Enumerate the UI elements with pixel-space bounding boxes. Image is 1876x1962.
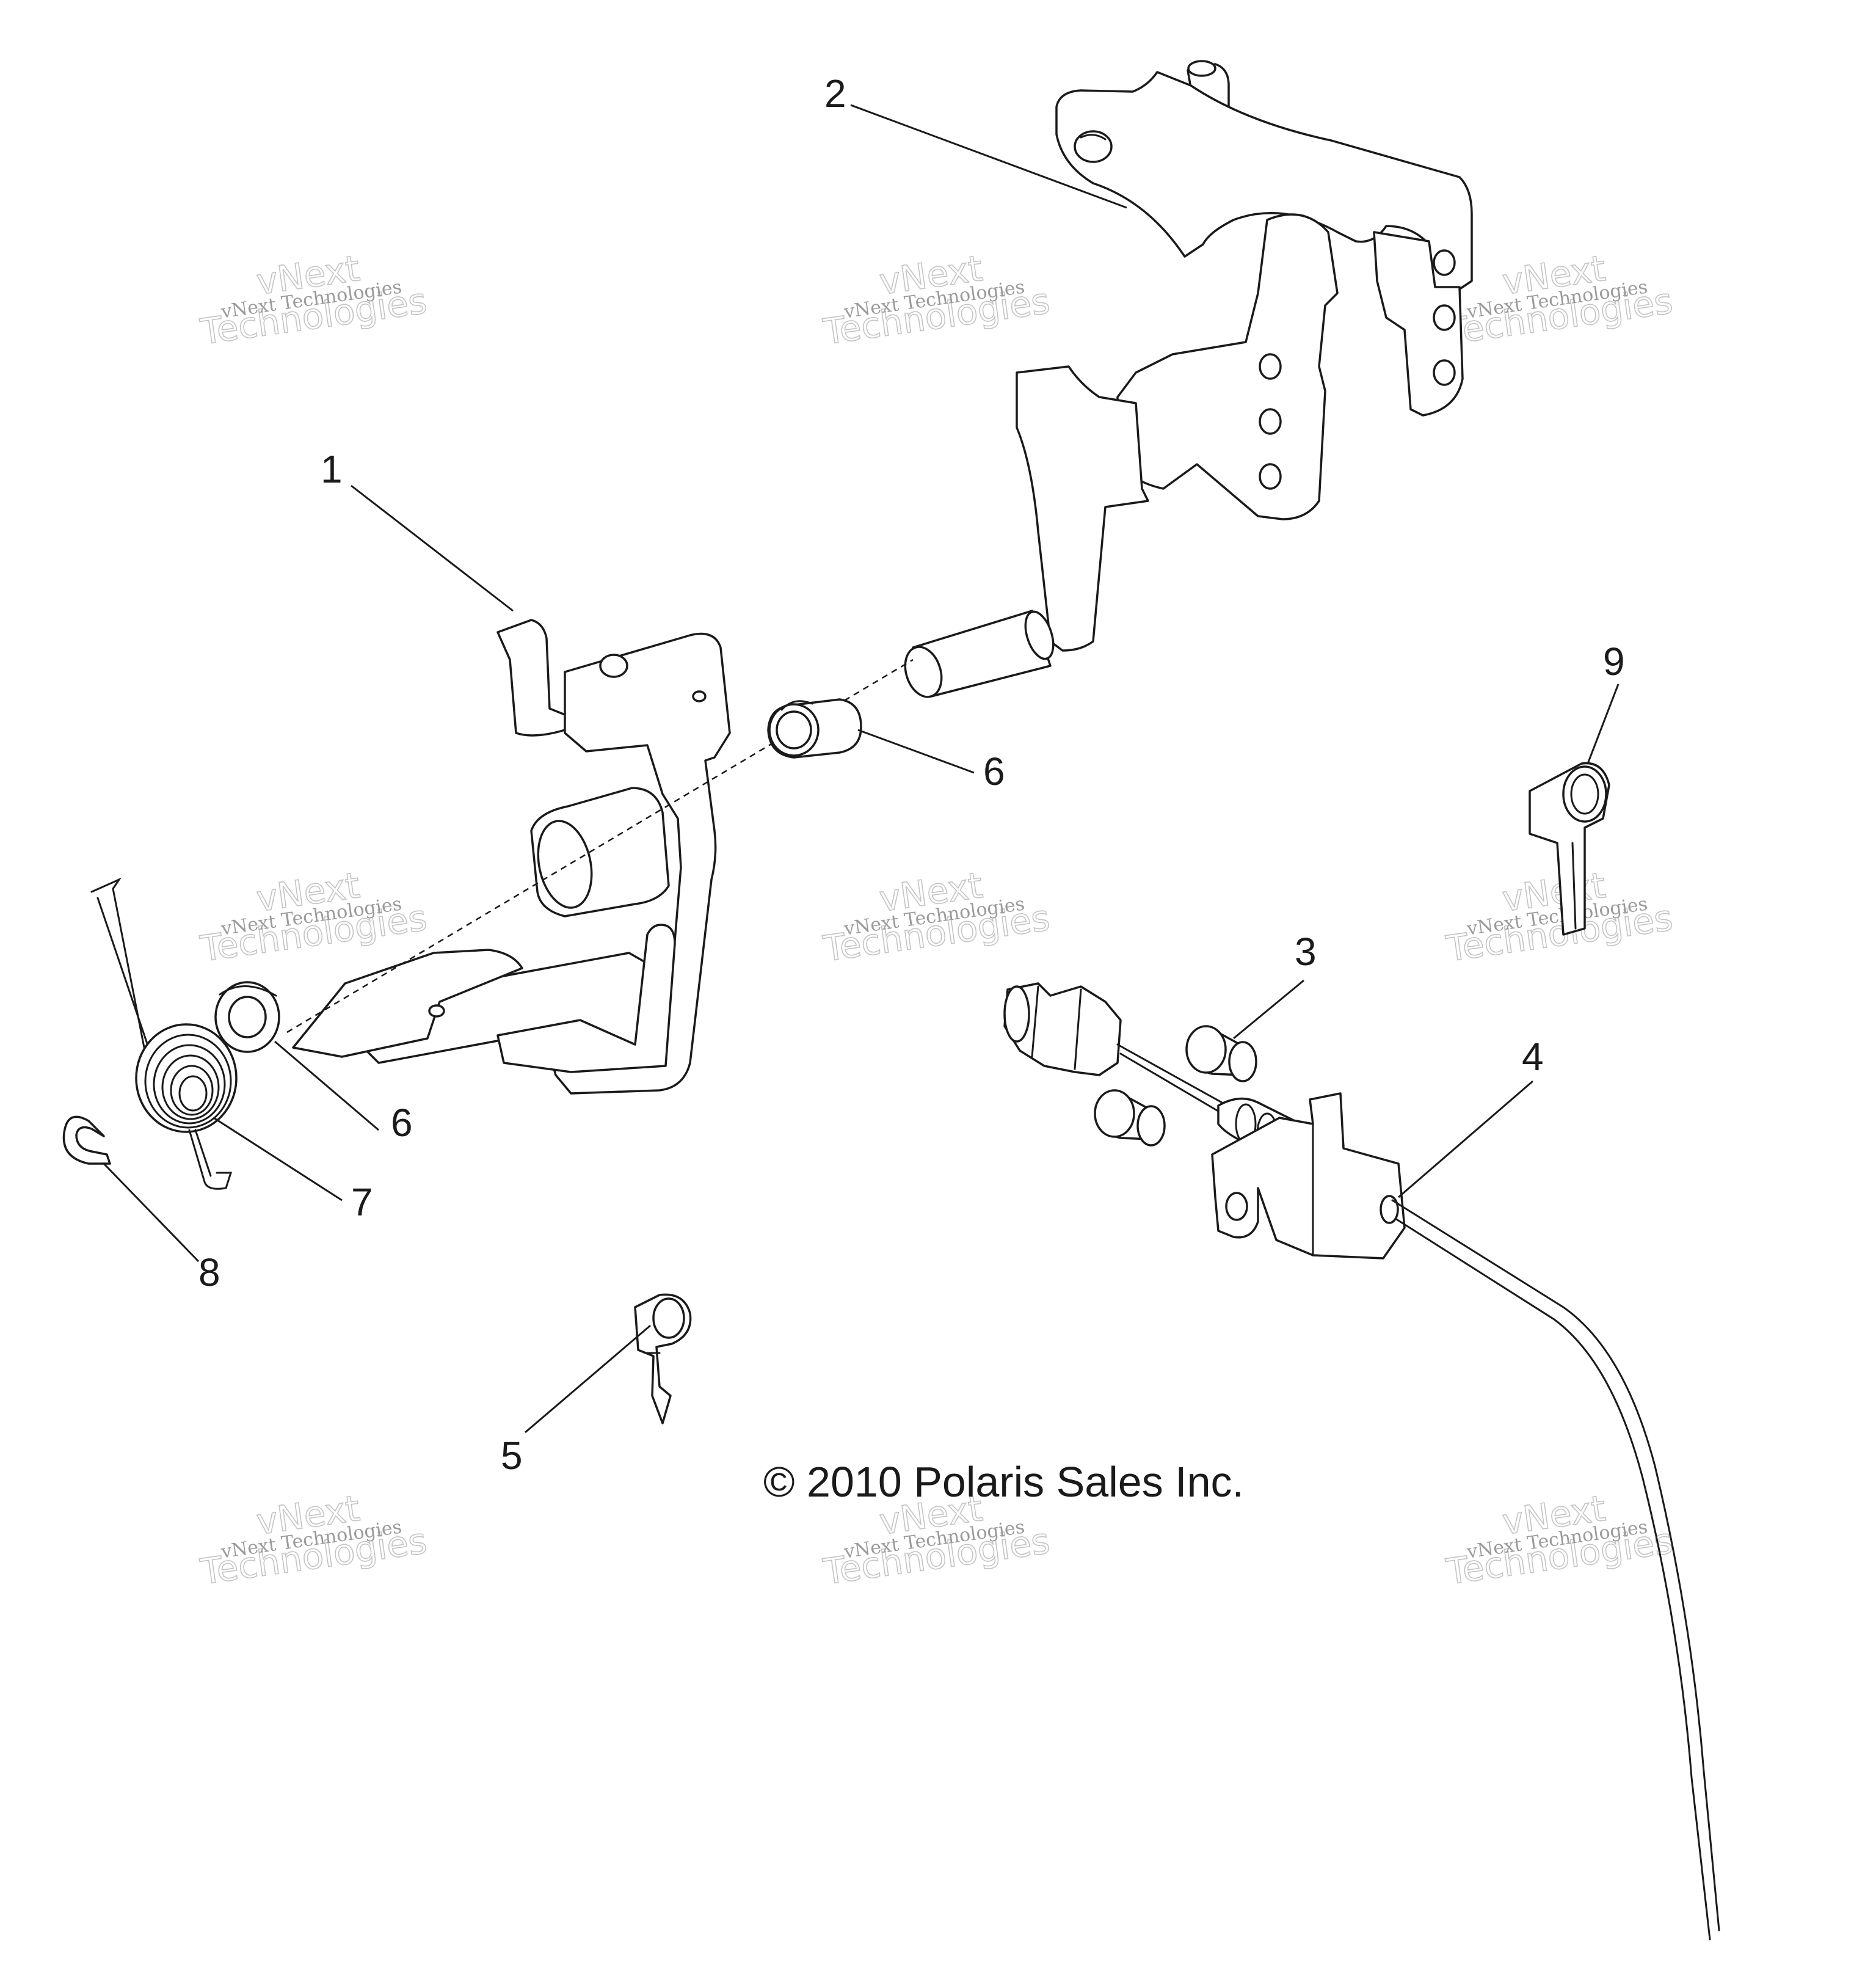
brake-pedal-part-1 (292, 619, 731, 1095)
callout-labels: 1 2 3 4 5 6 6 7 8 9 (198, 71, 1625, 1478)
watermark: vNext Technologies vNext Technologies (820, 864, 1053, 970)
bolt-part-3 (1094, 1025, 1257, 1147)
callout-leaders (103, 104, 1620, 1434)
watermark: vNext Technologies vNext Technologies (197, 864, 430, 970)
bushing-part-6-upper (767, 698, 862, 759)
watermarks: vNext Technologies vNext Technologies vN… (197, 247, 1676, 1593)
torsion-spring-part-7 (90, 877, 238, 1190)
callout-9: 9 (1603, 640, 1625, 684)
watermark: vNext Technologies vNext Technologies (820, 247, 1053, 353)
clevis-pin-part-5 (634, 1293, 692, 1424)
callout-6-upper: 6 (983, 749, 1005, 793)
copyright-notice: © 2010 Polaris Sales Inc. (763, 1458, 1244, 1506)
callout-4: 4 (1522, 1035, 1544, 1079)
watermark: vNext Technologies vNext Technologies (1443, 247, 1676, 353)
callout-8: 8 (198, 1250, 220, 1294)
callout-5: 5 (501, 1434, 523, 1478)
mounting-bracket-part-2 (904, 60, 1473, 698)
callout-1: 1 (321, 447, 343, 491)
watermark: vNext Technologies vNext Technologies (1443, 1487, 1676, 1593)
watermark: vNext Technologies vNext Technologies (197, 247, 430, 353)
callout-2: 2 (824, 71, 846, 115)
watermark: vNext Technologies vNext Technologies (1443, 864, 1676, 970)
e-clip-part-8 (62, 1115, 111, 1165)
watermark: vNext Technologies vNext Technologies (197, 1487, 430, 1593)
brake-cable-part-4 (1003, 982, 1720, 1941)
callout-6-lower: 6 (391, 1101, 413, 1145)
bushing-part-6-lower (214, 981, 280, 1053)
clevis-pin-part-9 (1529, 762, 1610, 936)
callout-7: 7 (351, 1180, 373, 1224)
callout-3: 3 (1295, 930, 1317, 974)
